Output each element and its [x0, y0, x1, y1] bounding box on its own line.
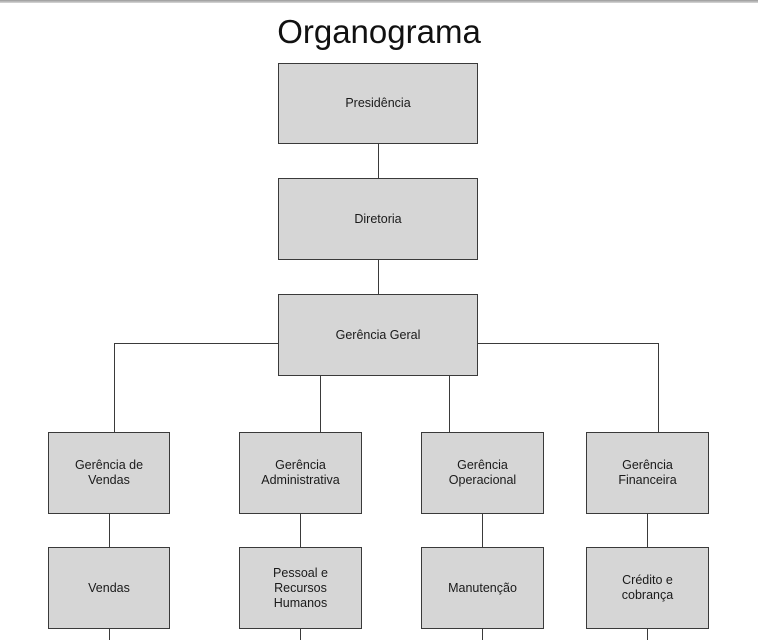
node-pessoal-recursos-humanos: Pessoal e Recursos Humanos	[239, 547, 362, 629]
node-presidencia: Presidência	[278, 63, 478, 144]
node-vendas: Vendas	[48, 547, 170, 629]
node-gerencia-vendas: Gerência de Vendas	[48, 432, 170, 514]
node-manutencao: Manutenção	[421, 547, 544, 629]
node-gerencia-administrativa: Gerência Administrativa	[239, 432, 362, 514]
node-gerencia-operacional: Gerência Operacional	[421, 432, 544, 514]
node-gerencia-geral: Gerência Geral	[278, 294, 478, 376]
top-divider	[0, 0, 758, 3]
node-diretoria: Diretoria	[278, 178, 478, 260]
connector-geral-vendas	[114, 343, 278, 432]
node-gerencia-financeira: Gerência Financeira	[586, 432, 709, 514]
node-credito-cobranca: Crédito e cobrança	[586, 547, 709, 629]
page-title: Organograma	[277, 13, 481, 50]
connector-geral-financeira	[478, 343, 659, 432]
